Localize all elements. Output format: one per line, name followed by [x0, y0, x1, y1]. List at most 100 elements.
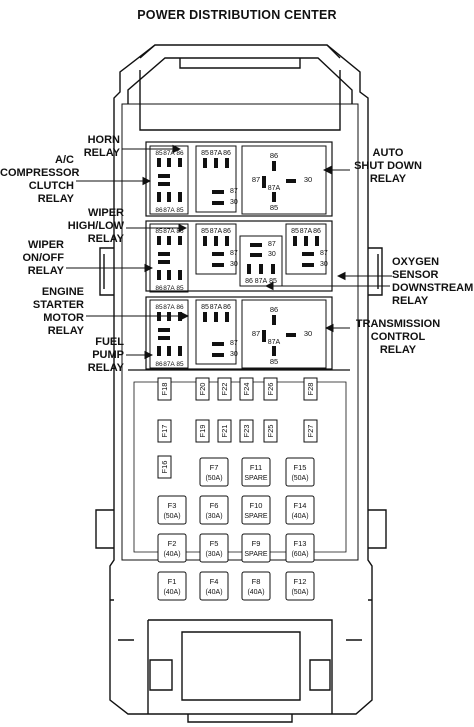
fuse-body — [239, 377, 254, 401]
pin-slot — [178, 192, 182, 202]
fuse-f20: F20 — [195, 377, 210, 401]
pin-slot — [158, 328, 170, 332]
pin-slot — [157, 158, 161, 167]
fuse-label: F28 — [306, 383, 315, 396]
pin-label-85: 85 — [176, 285, 184, 292]
fuse-rating: (40A) — [163, 589, 180, 596]
fuse-f8: F8 (40A) — [241, 571, 271, 601]
pin-slot — [212, 201, 224, 205]
fuse-rating: (40A) — [163, 551, 180, 558]
pin-label-87A: 87A — [163, 150, 175, 157]
fuse-body — [157, 495, 187, 525]
fuse-rating: (50A) — [163, 513, 180, 520]
pin-slot — [212, 252, 224, 256]
pin-slot — [212, 263, 224, 267]
pin-slot — [259, 264, 263, 274]
pin-slot — [167, 270, 171, 280]
pin-label-86: 86 — [155, 207, 163, 214]
fuse-f22: F22 — [217, 377, 232, 401]
relay-body — [241, 299, 327, 369]
pin-slot — [272, 346, 276, 356]
fuse-body — [285, 571, 315, 601]
fuse-f24: F24 — [239, 377, 254, 401]
fuse-f12: F12(50A) — [285, 571, 315, 601]
pin-slot — [214, 158, 218, 168]
fuse-f15: F15(50A) — [285, 457, 315, 487]
callout-arrows — [66, 144, 392, 360]
fuse-label: F24 — [242, 383, 251, 396]
pin-label-30: 30 — [268, 251, 276, 258]
pin-label-30: 30 — [230, 199, 238, 206]
pin-slot — [203, 158, 207, 168]
pin-label-86: 86 — [223, 150, 231, 157]
pin-label-85: 85 — [155, 228, 163, 235]
fuse-rating: SPARE — [244, 513, 268, 520]
fuse-label: F1 — [168, 577, 177, 586]
fuse-body — [217, 377, 232, 401]
fuse-f25: F25 — [263, 419, 278, 443]
fuse-rating: SPARE — [244, 551, 268, 558]
fuse-label: F8 — [252, 577, 261, 586]
pin-label-87A: 87A — [255, 278, 268, 285]
fuse-f1: F1 (40A) — [157, 571, 187, 601]
fuse-body — [199, 571, 229, 601]
fuse-body — [199, 457, 229, 487]
pin-slot — [157, 346, 161, 356]
pin-slot — [157, 270, 161, 280]
fuse-f5: F5(30A) — [199, 533, 229, 563]
pin-slot — [167, 236, 171, 245]
pin-slot — [272, 315, 276, 325]
fuse-label: F3 — [168, 501, 177, 510]
fuse-body — [303, 377, 318, 401]
fuse-body — [157, 377, 172, 401]
fuse-label: F19 — [198, 425, 207, 438]
relay-body — [149, 299, 189, 369]
pin-label-87: 87 — [320, 250, 328, 257]
pin-label-87A: 87A — [268, 185, 281, 192]
pin-label-85: 85 — [176, 361, 184, 368]
fuse-label: F2 — [168, 539, 177, 548]
pin-label-30: 30 — [230, 351, 238, 358]
fuse-body — [263, 419, 278, 443]
pin-slot — [178, 346, 182, 356]
pin-label-87A: 87A — [210, 228, 223, 235]
pin-slot — [225, 312, 229, 322]
fuse-rating: (30A) — [205, 513, 222, 520]
pin-label-86: 86 — [270, 305, 278, 314]
fuse-body — [241, 495, 271, 525]
pin-label-85: 85 — [270, 357, 278, 366]
pin-label-85: 85 — [176, 207, 184, 214]
pin-slot — [247, 264, 251, 274]
pin-label-87: 87 — [252, 175, 260, 184]
pin-label-85: 85 — [201, 228, 209, 235]
fuse-body — [241, 457, 271, 487]
pin-slot — [167, 192, 171, 202]
fuse-rating: (40A) — [247, 589, 264, 596]
pin-slot — [272, 192, 276, 202]
pin-label-85: 85 — [291, 228, 299, 235]
fuse-label: F10 — [250, 501, 263, 510]
pin-label-86: 86 — [155, 361, 163, 368]
relay-body — [149, 223, 189, 293]
pin-label-30: 30 — [230, 261, 238, 268]
fuse-rating: (40A) — [205, 589, 222, 596]
pin-label-30: 30 — [304, 329, 312, 338]
pin-label-85: 85 — [155, 304, 163, 311]
pin-label-85: 85 — [269, 278, 277, 285]
fuse-label: F21 — [220, 425, 229, 438]
fuse-label: F20 — [198, 383, 207, 396]
fuse-f14: F14(40A) — [285, 495, 315, 525]
pin-slot — [271, 264, 275, 274]
fuse-body — [241, 571, 271, 601]
pin-slot — [293, 236, 297, 246]
pin-slot — [302, 252, 314, 256]
pin-label-85: 85 — [201, 304, 209, 311]
